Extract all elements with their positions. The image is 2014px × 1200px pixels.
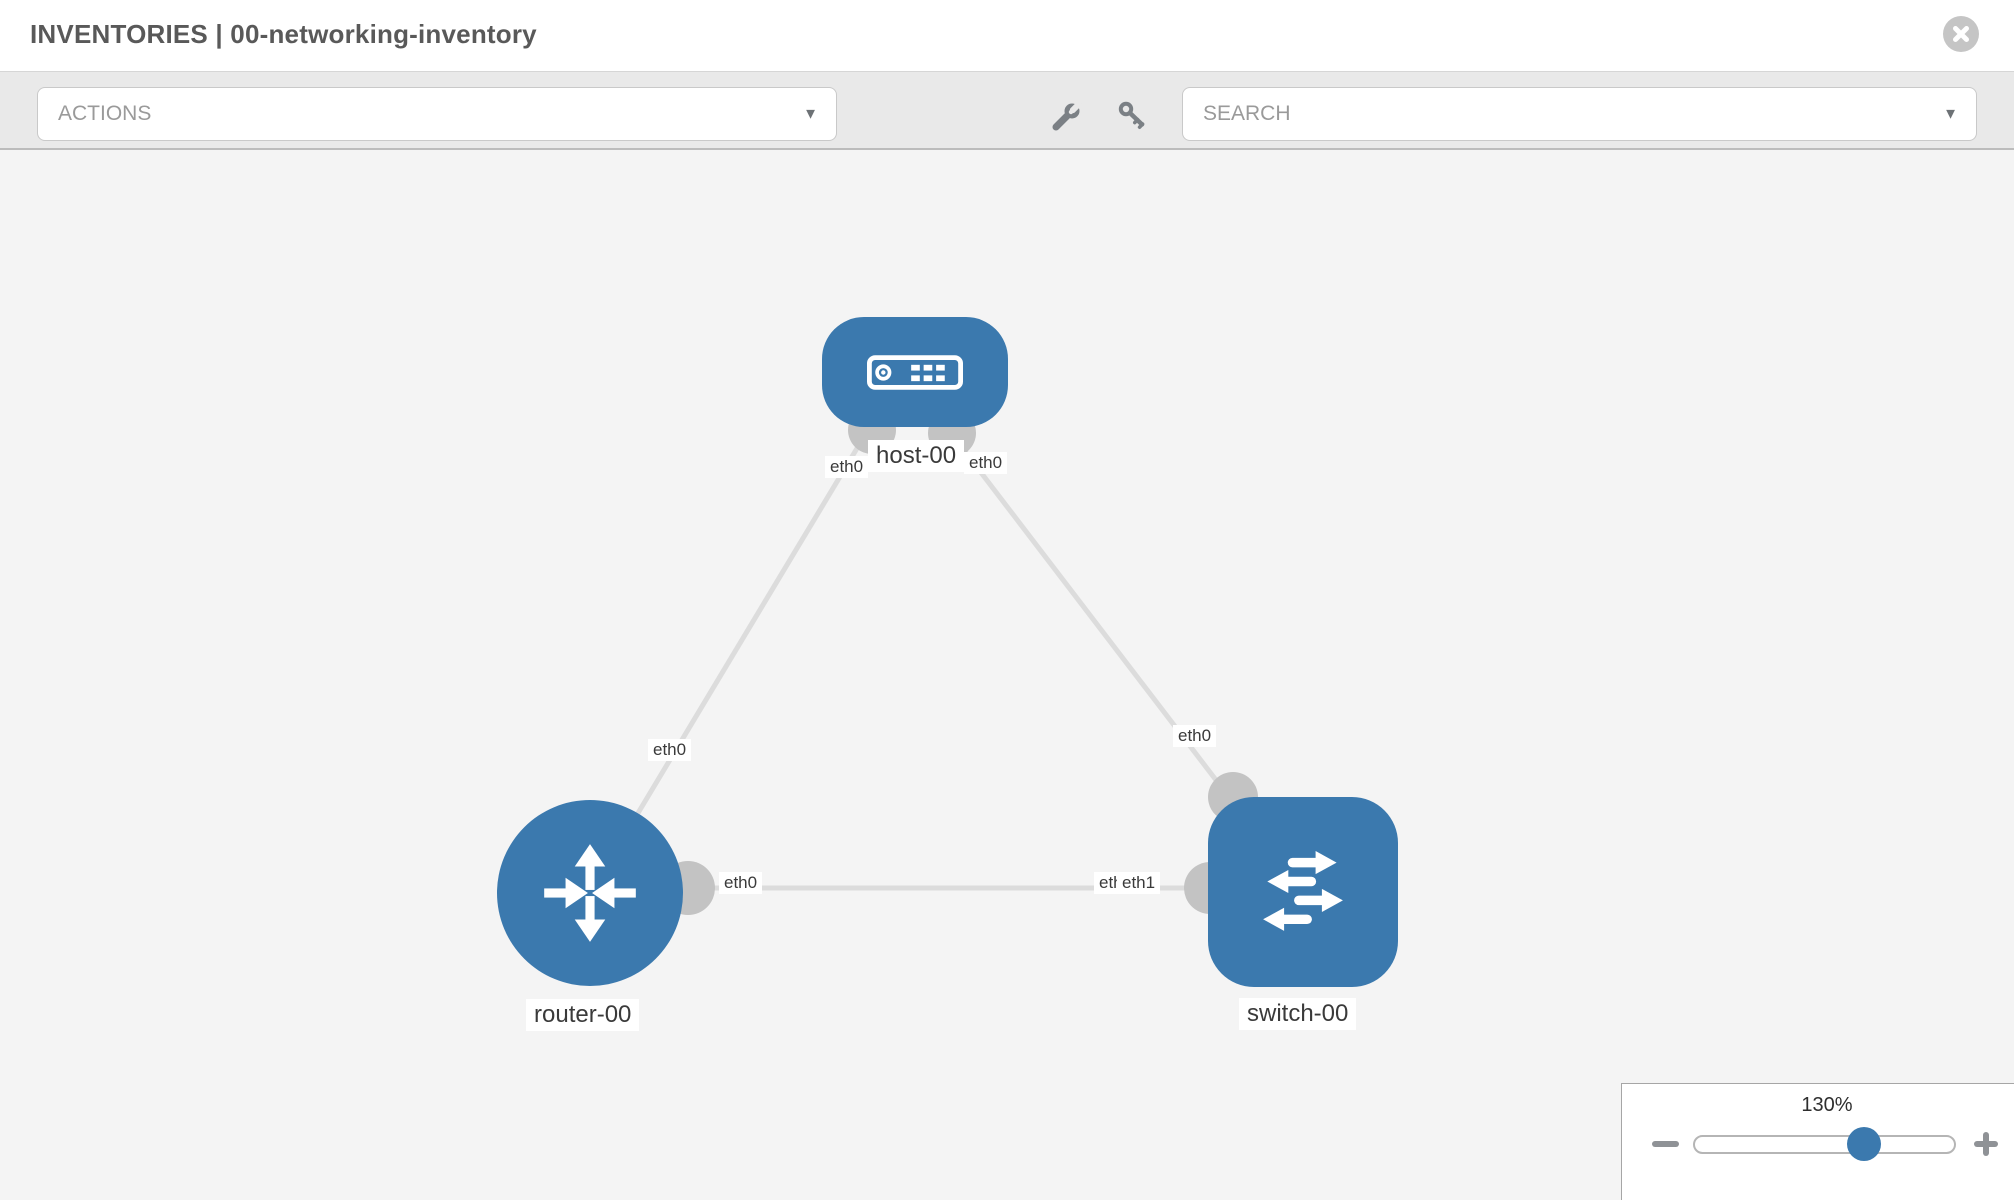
node-label-router-00: router-00 <box>526 999 640 1031</box>
actions-dropdown[interactable]: ACTIONS ▼ <box>37 87 837 141</box>
chevron-down-icon: ▼ <box>1943 105 1958 123</box>
toolbar: ACTIONS ▼ SEARCH ▼ <box>0 72 2014 150</box>
node-host-00[interactable] <box>822 317 1008 427</box>
node-router-00[interactable] <box>497 800 683 986</box>
key-button[interactable] <box>1116 99 1150 133</box>
close-button[interactable] <box>1943 16 1979 52</box>
close-icon <box>1953 26 1969 42</box>
iface-label-host-switch-eth0: eth0 <box>964 452 1008 474</box>
topology-links <box>587 428 1303 895</box>
zoom-level-value: 130% <box>1801 1094 1853 1116</box>
zoom-slider-thumb[interactable] <box>1847 1127 1881 1161</box>
switch-arrows-icon <box>1263 851 1343 931</box>
server-icon <box>867 354 963 390</box>
key-icon <box>1118 101 1145 130</box>
chevron-down-icon: ▼ <box>803 105 818 123</box>
iface-label-router-host-eth0: eth0 <box>648 739 692 761</box>
node-label-switch-00: switch-00 <box>1239 998 1357 1030</box>
zoom-out-button[interactable] <box>1652 1141 1679 1147</box>
wrench-button[interactable] <box>1049 99 1083 133</box>
zoom-slider-track[interactable] <box>1693 1135 1956 1154</box>
iface-label-switch-host-eth0: eth0 <box>1173 725 1217 747</box>
header: INVENTORIES | 00-networking-inventory <box>0 0 2014 72</box>
link-host-switch <box>948 430 1247 820</box>
plus-icon <box>1974 1132 1998 1156</box>
node-switch-00[interactable] <box>1208 797 1398 987</box>
topology-canvas[interactable]: host-00 router-00 switch-00 eth0 eth0 et… <box>0 150 2014 1200</box>
actions-dropdown-label: ACTIONS <box>58 102 152 125</box>
search-dropdown-label: SEARCH <box>1203 102 1291 125</box>
iface-label-router-switch-eth0: eth0 <box>719 872 763 894</box>
node-label-host-00: host-00 <box>868 440 965 472</box>
iface-label-switch-router-eth1: eth1 <box>1117 872 1161 894</box>
zoom-in-button[interactable] <box>1973 1131 1999 1157</box>
wrench-icon <box>1052 101 1082 131</box>
router-arrows-icon <box>544 844 636 942</box>
page-title: INVENTORIES | 00-networking-inventory <box>30 19 537 49</box>
search-dropdown[interactable]: SEARCH ▼ <box>1182 87 1977 141</box>
iface-label-host-router-eth0: eth0 <box>825 456 869 478</box>
zoom-panel: 130% <box>1621 1083 2014 1200</box>
